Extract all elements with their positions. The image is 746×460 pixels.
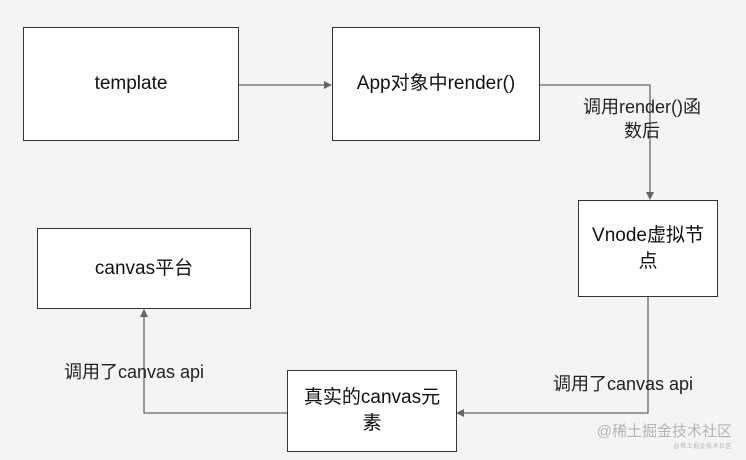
node-app-render-label: App对象中render() — [356, 73, 516, 95]
watermark-main: @稀土掘金技术社区 — [596, 423, 732, 440]
node-real-canvas: 真实的canvas元 素 — [287, 370, 457, 452]
node-canvas-platform-label: canvas平台 — [94, 257, 194, 279]
edge-label-after-render-line2: 数后 — [624, 121, 660, 142]
node-template: template — [23, 27, 239, 141]
edge-label-call-canvas-api-left: 调用了canvas api — [64, 362, 205, 382]
node-vnode-label-line1: Vnode虚拟节 — [592, 224, 704, 246]
edge-label-call-canvas-api-right: 调用了canvas api — [553, 374, 694, 394]
node-template-label: template — [94, 73, 168, 95]
edge-label-after-render: 调用render()函 数后 — [567, 95, 717, 144]
node-canvas-platform: canvas平台 — [37, 228, 251, 309]
node-real-canvas-label-line2: 素 — [362, 413, 382, 434]
node-app-render: App对象中render() — [332, 27, 540, 141]
node-vnode-label-line2: 点 — [638, 250, 658, 272]
node-real-canvas-label-line1: 真实的canvas元 — [303, 387, 441, 409]
node-vnode: Vnode虚拟节 点 — [578, 200, 718, 297]
edge-label-after-render-line1: 调用render()函 — [582, 97, 702, 117]
watermark-sub: @稀土掘金技术社区 — [673, 444, 732, 450]
watermark: @稀土掘金技术社区 @稀土掘金技术社区 — [597, 420, 732, 450]
